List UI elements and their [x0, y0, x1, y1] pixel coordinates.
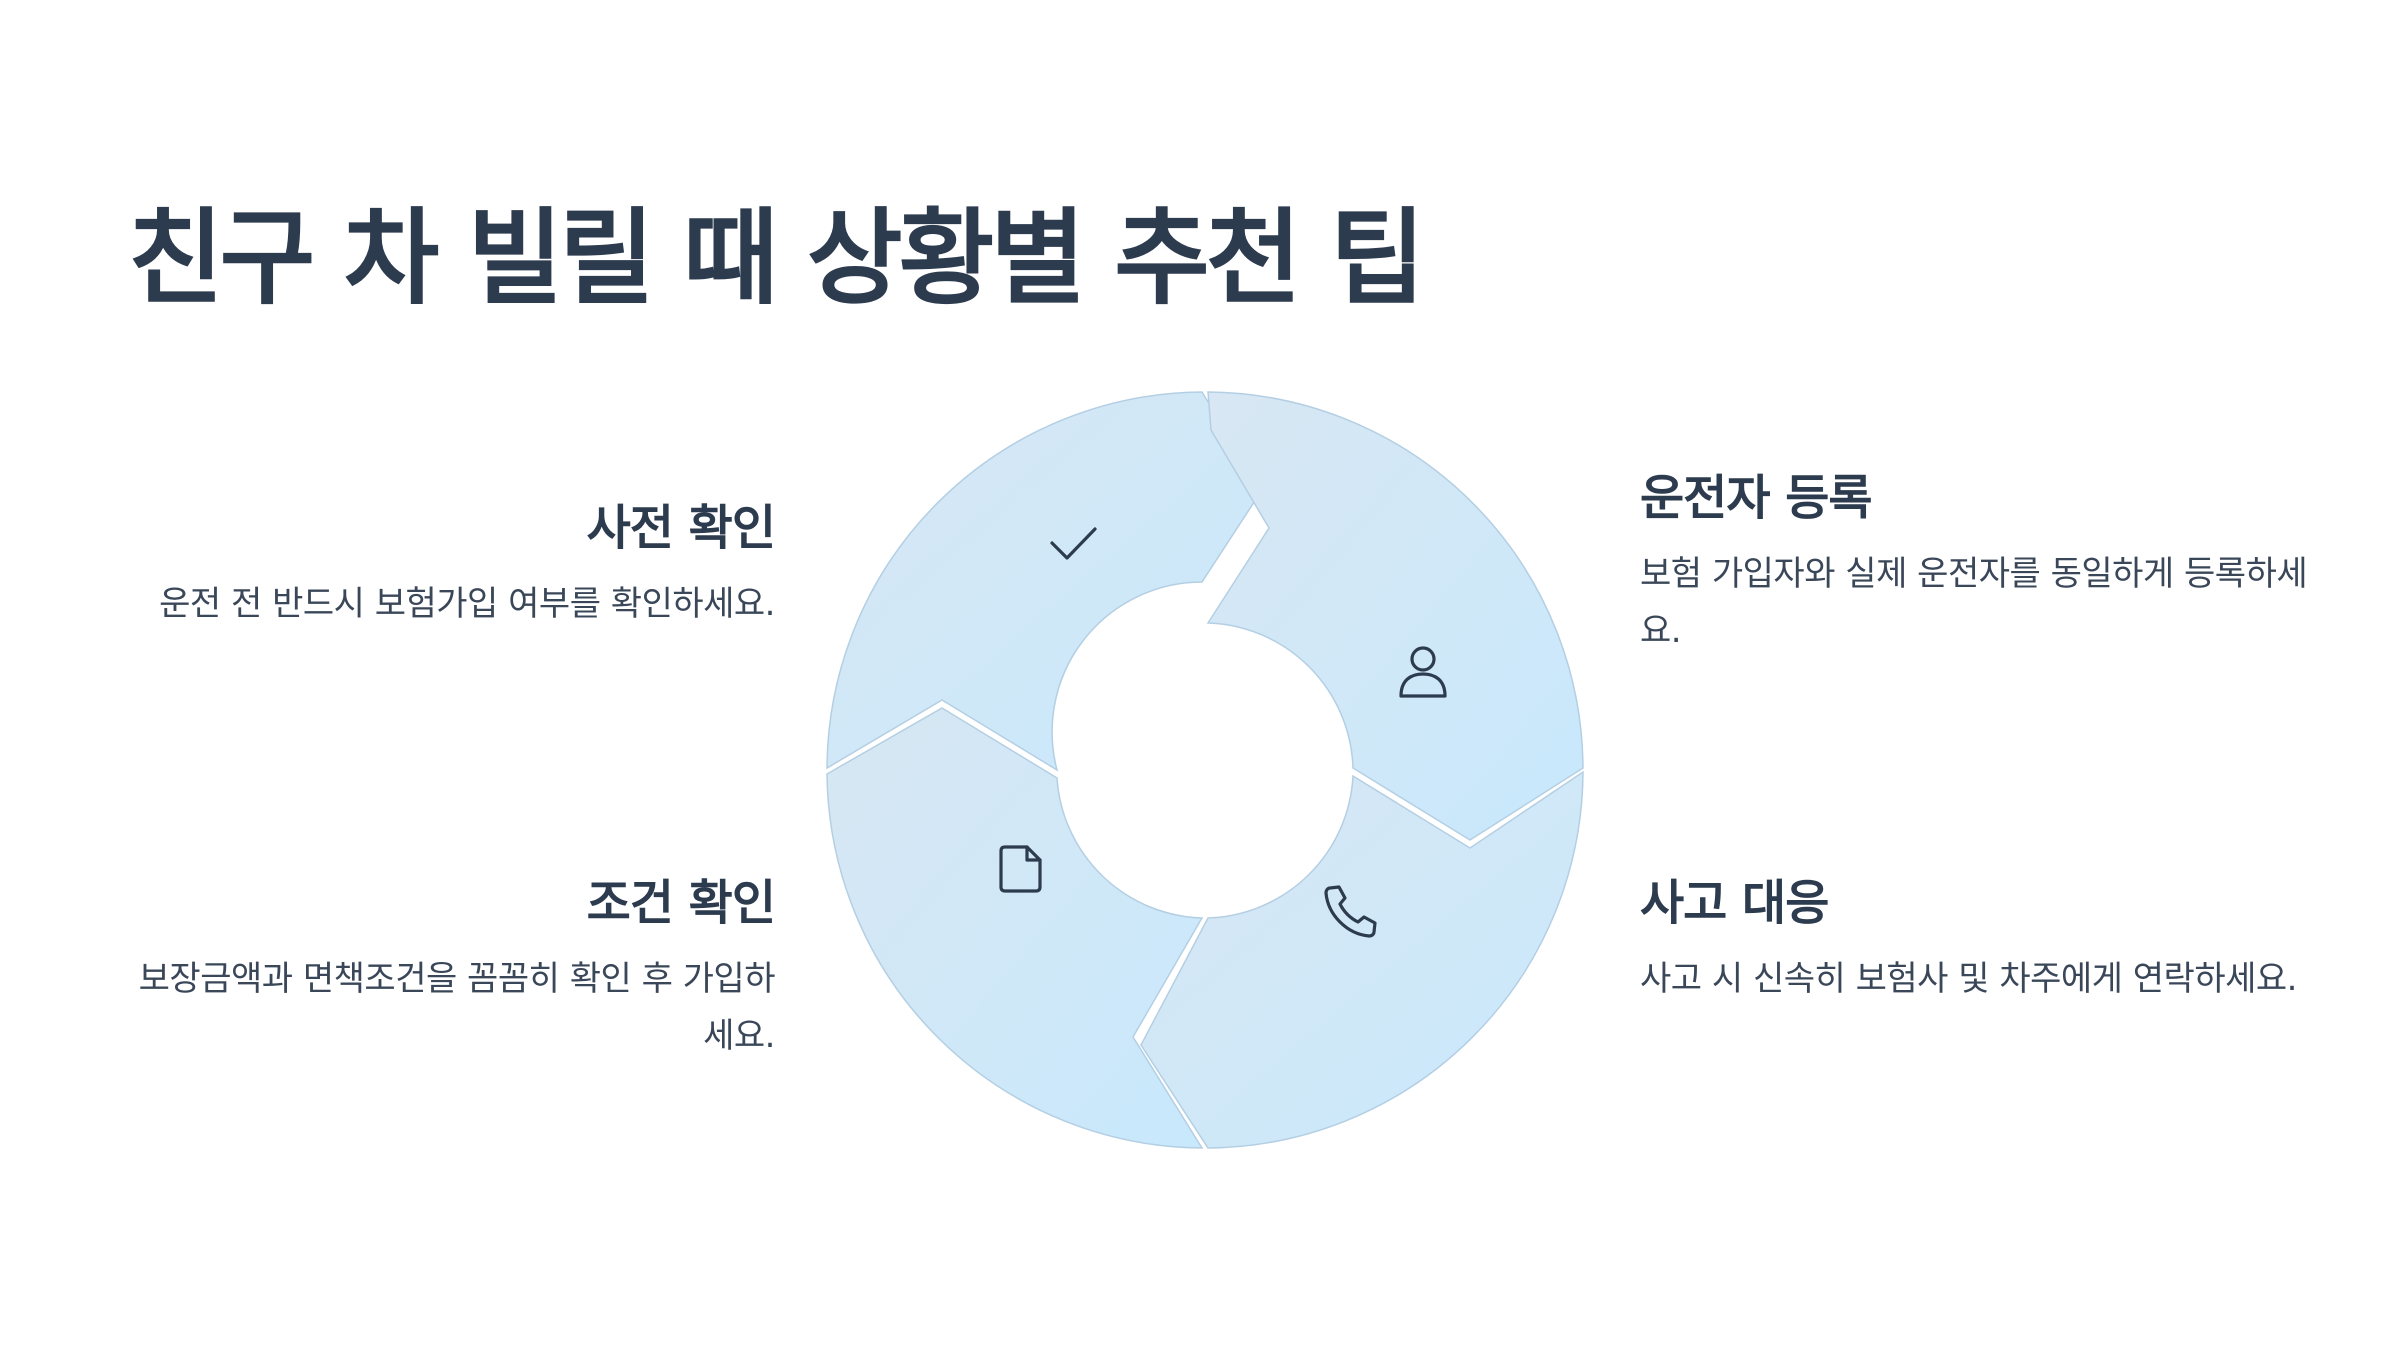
- person-icon: [1399, 646, 1447, 698]
- step-accident-title: 사고 대응: [1640, 875, 1829, 931]
- step-accident: 사고 대응 사고 시 신속히 보험사 및 차주에게 연락하세요.: [1640, 873, 2320, 1008]
- step-accident-desc: 사고 시 신속히 보험사 및 차주에게 연락하세요.: [1640, 959, 2297, 999]
- page-title: 친구 차 빌릴 때 상황별 추천 팁: [128, 197, 1425, 319]
- step-terms-desc: 보장금액과 면책조건을 꼼꼼히 확인 후 가입하세요.: [138, 959, 776, 1056]
- cycle-segment-terms: [826, 707, 1204, 1149]
- step-driver: 운전자 등록 보험 가입자와 실제 운전자를 동일하게 등록하세요.: [1640, 468, 2320, 660]
- phone-icon: [1324, 885, 1377, 938]
- step-check-desc: 운전 전 반드시 보험가입 여부를 확인하세요.: [159, 584, 775, 624]
- cycle-segment-check: [826, 391, 1263, 772]
- cycle-segment-accident: [1140, 770, 1584, 1149]
- cycle-segment-driver: [1206, 391, 1584, 841]
- step-check-title: 사전 확인: [586, 500, 776, 556]
- document-icon: [999, 845, 1042, 893]
- step-check: 사전 확인 운전 전 반드시 보험가입 여부를 확인하세요.: [115, 498, 776, 633]
- cycle-diagram: [826, 391, 1584, 1149]
- step-driver-desc: 보험 가입자와 실제 운전자를 동일하게 등록하세요.: [1640, 554, 2308, 651]
- check-icon: [1050, 527, 1097, 560]
- step-terms: 조건 확인 보장금액과 면책조건을 꼼꼼히 확인 후 가입하세요.: [115, 873, 776, 1065]
- step-terms-title: 조건 확인: [586, 875, 776, 931]
- step-driver-title: 운전자 등록: [1640, 470, 1873, 526]
